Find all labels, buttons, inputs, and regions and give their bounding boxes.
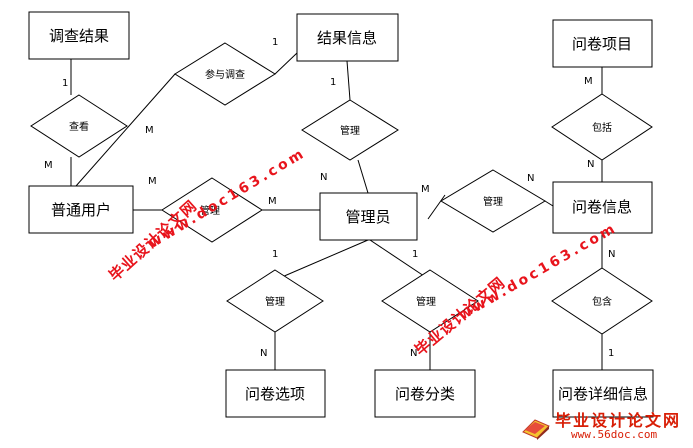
card-participate-result: 1 (272, 37, 278, 48)
line-participate-result (274, 52, 298, 75)
card-category-n: N (410, 348, 417, 359)
line-manage-admin (357, 159, 369, 194)
footer-url-text: www.56doc.com (571, 428, 658, 441)
rel-manage-result: 管理 (301, 99, 399, 161)
rel-include-label: 包括 (592, 121, 612, 134)
line-result-manage (346, 60, 351, 101)
rel-contain: 包含 (551, 267, 653, 335)
entity-regular-user: 普通用户 (28, 185, 134, 234)
card-view-user: M (44, 160, 53, 171)
card-include-info: N (587, 159, 594, 170)
entity-questionnaire-item-label: 问卷项目 (572, 35, 632, 53)
entity-administrator-label: 管理员 (345, 208, 390, 226)
card-admin-user: M (268, 196, 277, 207)
rel-manage-category-label: 管理 (416, 295, 436, 308)
rel-view: 查看 (30, 94, 128, 158)
rel-manage-info-label: 管理 (483, 195, 503, 208)
line-admin-option (274, 239, 369, 281)
line-admin-manage-info (427, 194, 446, 220)
card-admin-option: 1 (272, 249, 278, 260)
book-logo-icon (522, 419, 550, 440)
rel-view-label: 查看 (69, 120, 89, 133)
rel-contain-label: 包含 (592, 295, 612, 308)
rel-manage-result-label: 管理 (340, 124, 360, 137)
entity-questionnaire-option: 问卷选项 (225, 369, 326, 418)
card-contain-detail: 1 (608, 348, 614, 359)
entity-questionnaire-item: 问卷项目 (552, 19, 653, 68)
card-manage-info: N (527, 173, 534, 184)
rel-manage-info: 管理 (440, 169, 546, 233)
entity-survey-result: 调查结果 (28, 11, 130, 60)
entity-questionnaire-category-label: 问卷分类 (395, 385, 455, 403)
entity-questionnaire-detail: 问卷详细信息 (552, 369, 654, 418)
rel-manage-user: 管理 (161, 177, 263, 243)
card-admin-result: N (320, 172, 327, 183)
site-footer-logo: 毕业设计论文网 www.56doc.com (519, 406, 689, 446)
line-admin-category (369, 239, 431, 281)
card-item-include: M (584, 76, 593, 87)
entity-questionnaire-info-label: 问卷信息 (572, 198, 632, 216)
card-admin-category: 1 (412, 249, 418, 260)
entity-questionnaire-category: 问卷分类 (374, 369, 476, 418)
entity-questionnaire-info: 问卷信息 (552, 181, 653, 234)
entity-survey-result-label: 调查结果 (49, 27, 109, 45)
entity-result-info-label: 结果信息 (317, 29, 377, 47)
rel-participate-survey-label: 参与调查 (205, 68, 245, 81)
rel-manage-option: 管理 (226, 269, 324, 333)
connector-lines (70, 52, 603, 370)
entity-regular-user-label: 普通用户 (51, 201, 111, 219)
rel-manage-category: 管理 (381, 269, 479, 333)
rel-manage-user-label: 管理 (200, 204, 220, 217)
card-option-n: N (260, 348, 267, 359)
rel-include: 包括 (551, 93, 653, 161)
rel-participate-survey: 参与调查 (174, 42, 276, 106)
card-view-survey: 1 (62, 78, 68, 89)
line-user-participate (75, 73, 176, 187)
entity-administrator: 管理员 (319, 192, 418, 241)
rel-manage-option-label: 管理 (265, 295, 285, 308)
entity-questionnaire-detail-label: 问卷详细信息 (558, 385, 648, 403)
card-participate-user: M (145, 125, 154, 136)
entity-questionnaire-option-label: 问卷选项 (245, 385, 305, 403)
entity-result-info: 结果信息 (296, 13, 399, 62)
card-info-contain: N (608, 249, 615, 260)
card-result-manage: 1 (330, 77, 336, 88)
card-user-manage: M (148, 176, 157, 187)
card-admin-info: M (421, 184, 430, 195)
footer-cn-text: 毕业设计论文网 (555, 411, 682, 430)
line-manage-info (544, 200, 554, 207)
